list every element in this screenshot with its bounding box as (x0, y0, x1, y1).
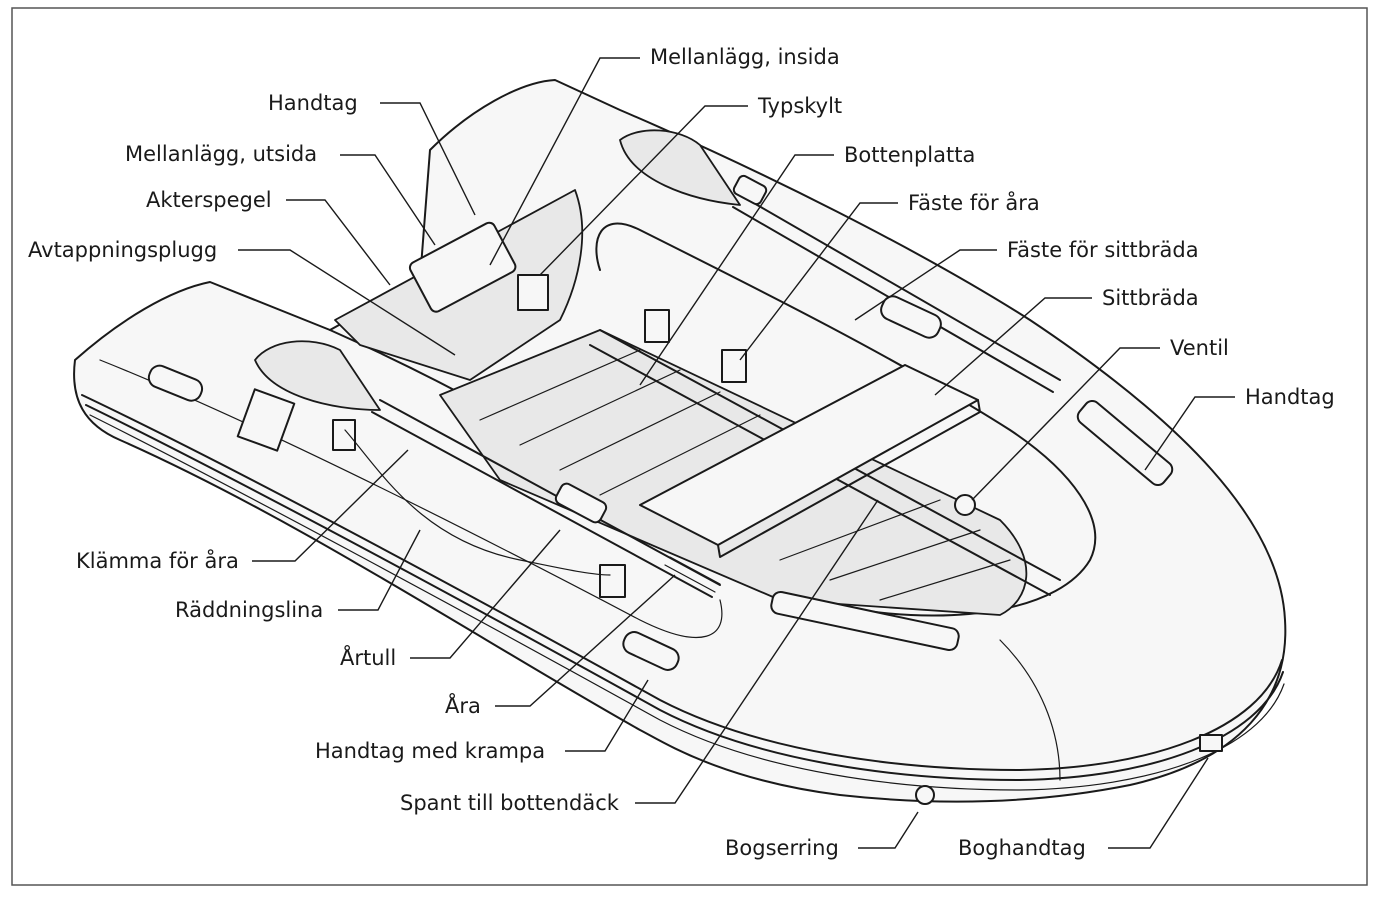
transom-spacer-plate (408, 221, 517, 313)
right-oar-blade (619, 129, 741, 206)
floor-line-1 (479, 349, 641, 421)
leader-artull (410, 529, 561, 659)
label-ventil: Ventil (1170, 336, 1229, 360)
leader-ventil (971, 347, 1160, 501)
left-oar-blade (254, 340, 381, 411)
leader-faste-for-sittbrada (854, 249, 997, 321)
left-oar-shaft (379, 399, 721, 586)
leader-bottenplatta (639, 154, 834, 386)
floor-line-2 (519, 369, 681, 446)
label-faste-for-ara: Fäste för åra (908, 190, 1040, 215)
rub-strake-2 (85, 404, 1284, 781)
label-bottenplatta: Bottenplatta (844, 143, 975, 167)
oar-holder-2 (721, 349, 747, 383)
seat-mount-handle (880, 295, 942, 339)
label-avtappningsplugg: Avtappningsplugg (28, 238, 217, 262)
left-rear-handle (147, 364, 204, 402)
leader-handtag-top (380, 102, 476, 216)
rub-strake-3 (89, 414, 1285, 791)
label-faste-for-sittbrada: Fäste för sittbräda (1007, 238, 1199, 262)
label-klamma-for-ara: Klämma för åra (76, 548, 239, 573)
label-bogserring: Bogserring (725, 836, 839, 860)
right-oar-shaft (739, 194, 1061, 381)
floor-line-7 (879, 559, 1011, 601)
leader-bogserring (858, 811, 919, 849)
label-handtag-right: Handtag (1245, 385, 1335, 409)
oar-holder-1 (644, 309, 670, 343)
leader-mellanlagg-insida (489, 57, 640, 266)
towing-ring (915, 785, 935, 805)
label-spant-till-bottendack: Spant till bottendäck (400, 791, 620, 815)
leader-akterspegel (286, 199, 391, 286)
label-typskylt: Typskylt (757, 94, 842, 118)
carry-handle-cleat (622, 631, 680, 671)
label-raddningslina: Räddningslina (175, 598, 323, 622)
leader-ara (495, 574, 676, 707)
label-boghandtag: Boghandtag (958, 836, 1086, 860)
bow-seam (999, 639, 1061, 781)
leader-faste-for-ara (739, 202, 898, 361)
diagram-border (11, 7, 1368, 886)
bow-front-handle (770, 590, 960, 652)
life-line (344, 429, 611, 576)
labels: Mellanlägg, insida Handtag Typskylt Mell… (28, 45, 1335, 860)
leader-mellanlagg-utsida (340, 154, 436, 246)
leader-lines (238, 57, 1235, 849)
label-akterspegel: Akterspegel (146, 188, 272, 212)
leader-typskylt (539, 105, 748, 276)
leader-spant-till-bottendack (635, 499, 879, 804)
oarlock-left (554, 482, 608, 524)
floor-line-3 (559, 391, 721, 471)
left-oar-shaft-2 (371, 411, 713, 598)
type-plate (517, 274, 549, 311)
tube-plate (236, 388, 296, 452)
leader-sittbrada (934, 297, 1092, 396)
oarlock-right (732, 174, 768, 206)
label-mellanlagg-utsida: Mellanlägg, utsida (125, 142, 317, 166)
valve (954, 494, 976, 516)
label-ara: Åra (445, 692, 481, 718)
leader-avtappningsplugg (238, 249, 456, 356)
oar-clamp-1 (332, 419, 356, 451)
floor-line-6 (829, 529, 981, 581)
leader-handtag-right (1144, 396, 1235, 471)
bow-handle (1199, 734, 1223, 752)
floor-line-4 (599, 414, 761, 496)
boat-illustration (73, 79, 1287, 805)
rub-strake-1 (81, 394, 1283, 771)
leader-boghandtag (1108, 757, 1209, 849)
left-tube-ridge (99, 359, 723, 638)
label-handtag-top: Handtag (268, 91, 358, 115)
label-handtag-med-krampa: Handtag med krampa (315, 739, 545, 763)
left-oar-grip (664, 556, 721, 593)
leader-raddningslina (338, 529, 421, 611)
leader-handtag-med-krampa (565, 679, 649, 752)
leader-klamma-for-ara (252, 449, 409, 562)
label-artull: Årtull (340, 644, 396, 670)
seat-board-edge (717, 399, 981, 558)
oar-clamp-2 (599, 564, 626, 598)
label-sittbrada: Sittbräda (1102, 286, 1199, 310)
label-mellanlagg-insida: Mellanlägg, insida (650, 45, 840, 69)
floor-line-5 (779, 499, 941, 561)
